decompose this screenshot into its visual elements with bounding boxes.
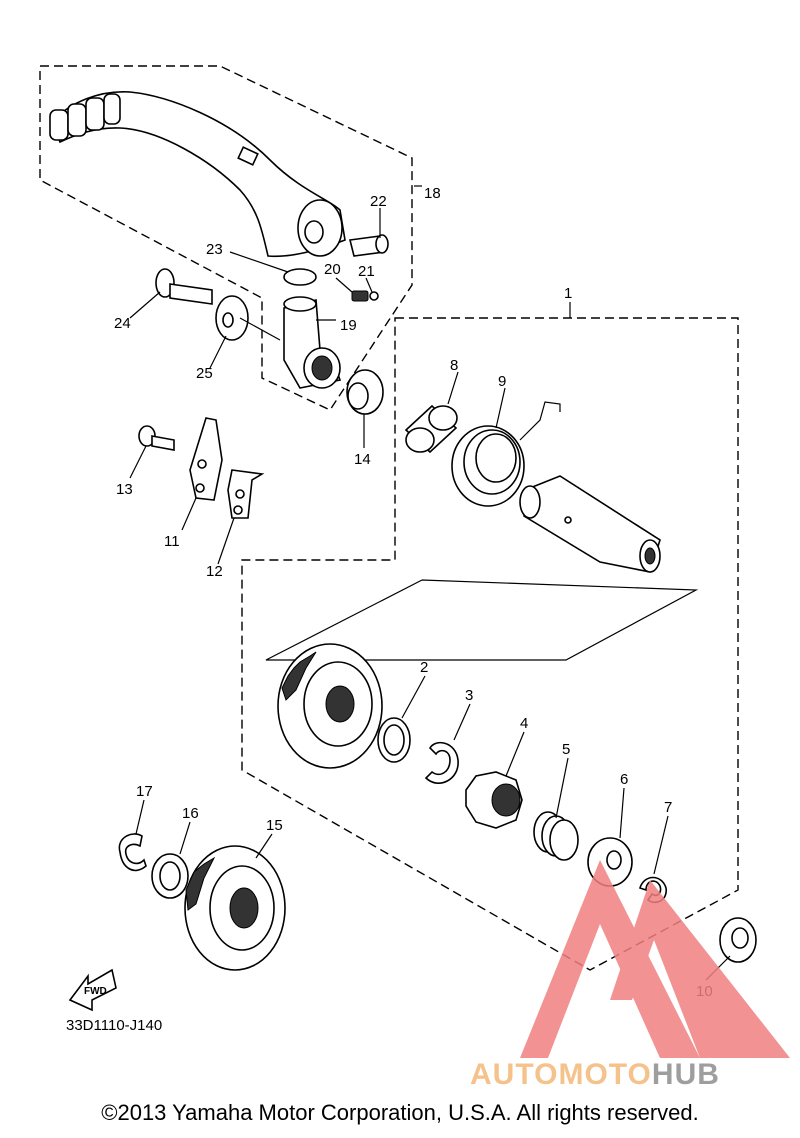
automotohub-logo-triangle xyxy=(520,860,790,1058)
callout-19: 19 xyxy=(340,317,357,334)
fwd-label: FWD xyxy=(84,986,107,997)
washer-16 xyxy=(151,853,189,899)
oil-seal-14 xyxy=(346,369,384,415)
washer-10 xyxy=(719,917,757,963)
kick-boss-19 xyxy=(283,296,342,389)
brand-part1: AUTOMOTO xyxy=(470,1058,652,1091)
callout-18: 18 xyxy=(424,185,441,202)
callout-leaders xyxy=(129,185,731,981)
circlip-3 xyxy=(424,741,459,784)
assembly-outline-1 xyxy=(241,317,739,971)
callout-24: 24 xyxy=(114,315,131,332)
washer-2 xyxy=(377,717,411,763)
automotohub-wordmark: AUTOMOTOHUB xyxy=(470,1058,720,1092)
callout-8: 8 xyxy=(450,357,458,374)
callout-3: 3 xyxy=(465,687,473,704)
bolt-24 xyxy=(155,268,213,305)
callout-5: 5 xyxy=(562,741,570,758)
copyright-notice: ©2013 Yamaha Motor Corporation, U.S.A. A… xyxy=(101,1100,699,1125)
bolt-13 xyxy=(138,425,175,451)
callout-labels: 1 2 3 4 5 6 7 8 9 10 11 12 13 14 15 16 1… xyxy=(114,185,713,1000)
callout-14: 14 xyxy=(354,451,371,468)
kick-lever xyxy=(49,91,346,258)
washer-25 xyxy=(215,295,249,341)
callout-4: 4 xyxy=(520,715,528,732)
fwd-arrow-icon: FWD xyxy=(68,968,117,1012)
callout-6: 6 xyxy=(620,771,628,788)
set-screw-20 xyxy=(351,290,369,302)
guide-11 xyxy=(189,417,223,501)
callout-12: 12 xyxy=(206,563,223,580)
callout-21: 21 xyxy=(358,263,375,280)
callout-25: 25 xyxy=(196,365,213,382)
callout-15: 15 xyxy=(266,817,283,834)
callout-1: 1 xyxy=(564,285,572,302)
bolt-22 xyxy=(349,234,389,257)
callout-9: 9 xyxy=(498,373,506,390)
o-ring-23 xyxy=(283,268,317,286)
callout-17: 17 xyxy=(136,783,153,800)
brand-part2: HUB xyxy=(651,1058,720,1091)
figure-code: 33D1110-J140 xyxy=(66,1017,162,1034)
idle-gear-15 xyxy=(184,845,286,971)
callout-20: 20 xyxy=(324,261,341,278)
kick-shaft xyxy=(519,475,661,573)
shaft-alignment-lines xyxy=(265,579,699,661)
callout-2: 2 xyxy=(420,659,428,676)
plate-12 xyxy=(227,469,265,519)
callout-23: 23 xyxy=(206,241,223,258)
torsion-spring-9 xyxy=(451,401,561,507)
callout-13: 13 xyxy=(116,481,133,498)
callout-11: 11 xyxy=(164,533,180,550)
ball-21 xyxy=(369,291,379,301)
callout-7: 7 xyxy=(664,799,672,816)
circlip-17 xyxy=(118,833,147,872)
callout-16: 16 xyxy=(182,805,199,822)
kick-gear xyxy=(277,643,383,769)
ratchet-4 xyxy=(465,771,523,829)
spring-5 xyxy=(533,811,579,861)
collar-8 xyxy=(404,404,458,454)
callout-22: 22 xyxy=(370,193,387,210)
